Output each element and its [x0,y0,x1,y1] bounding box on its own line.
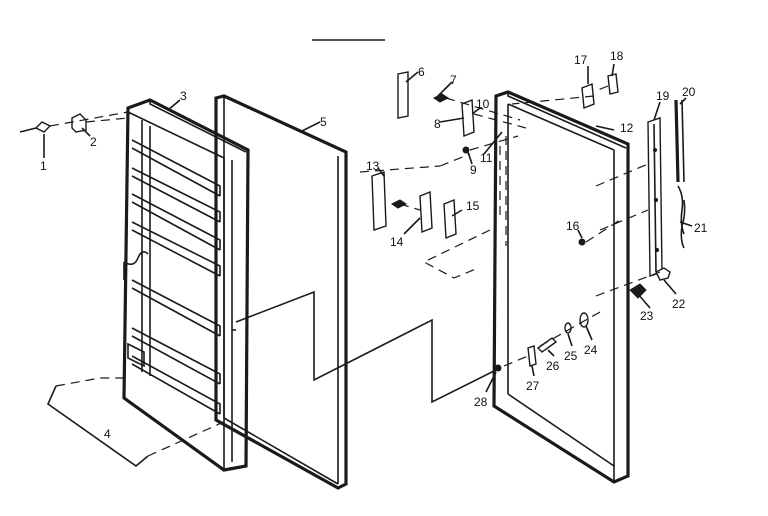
callout-15: 15 [466,199,480,213]
callout-20: 20 [682,85,696,99]
callout-labels: 1 2 3 4 5 6 7 8 9 10 11 12 13 14 15 16 1… [40,49,708,441]
callout-18: 18 [610,49,624,63]
callout-10: 10 [476,97,490,111]
screw-part-16 [578,238,586,246]
bracket-part-14b [419,190,433,234]
block-part-18 [607,73,619,95]
screw-part-14 [391,199,407,209]
callout-21: 21 [694,221,708,235]
callout-3: 3 [180,89,187,103]
callout-13: 13 [366,159,380,173]
leader-part-4 [47,377,229,468]
callout-26: 26 [546,359,560,373]
gasket-strip [674,99,686,249]
screw-part-23 [629,283,647,299]
callout-14: 14 [390,235,404,249]
callout-4: 4 [104,427,111,441]
callout-28: 28 [474,395,488,409]
assembly-guides [49,85,661,404]
callout-25: 25 [564,349,578,363]
ring-part-25 [564,322,572,334]
callout-8: 8 [434,117,441,131]
door-panel [214,94,348,490]
callout-11: 11 [480,151,493,165]
callout-17: 17 [574,53,588,67]
callout-27: 27 [526,379,540,393]
callout-16: 16 [566,219,580,233]
leader-lines [43,63,693,393]
callout-24: 24 [584,343,598,357]
spacer-part-27 [527,345,537,367]
callout-6: 6 [418,65,425,79]
callout-12: 12 [620,121,634,135]
callout-19: 19 [656,89,670,103]
door-liner [122,98,250,472]
callout-1: 1 [40,159,47,173]
callout-5: 5 [320,115,327,129]
bracket-part-15 [443,198,457,240]
callout-7: 7 [450,73,457,87]
ring-part-24 [579,312,589,328]
outer-door-frame [492,90,630,484]
screw-part-9 [462,146,470,154]
callout-22: 22 [672,297,686,311]
callout-2: 2 [90,135,97,149]
screw-part-7 [433,93,449,103]
bar-part-6 [397,71,409,119]
bar-part-8 [461,98,475,138]
callout-9: 9 [470,163,477,177]
washer-part-22 [655,267,671,281]
hinge-bracket [647,117,663,277]
callout-23: 23 [640,309,654,323]
bracket-part-13 [371,171,387,231]
screw-part-1 [19,121,52,133]
